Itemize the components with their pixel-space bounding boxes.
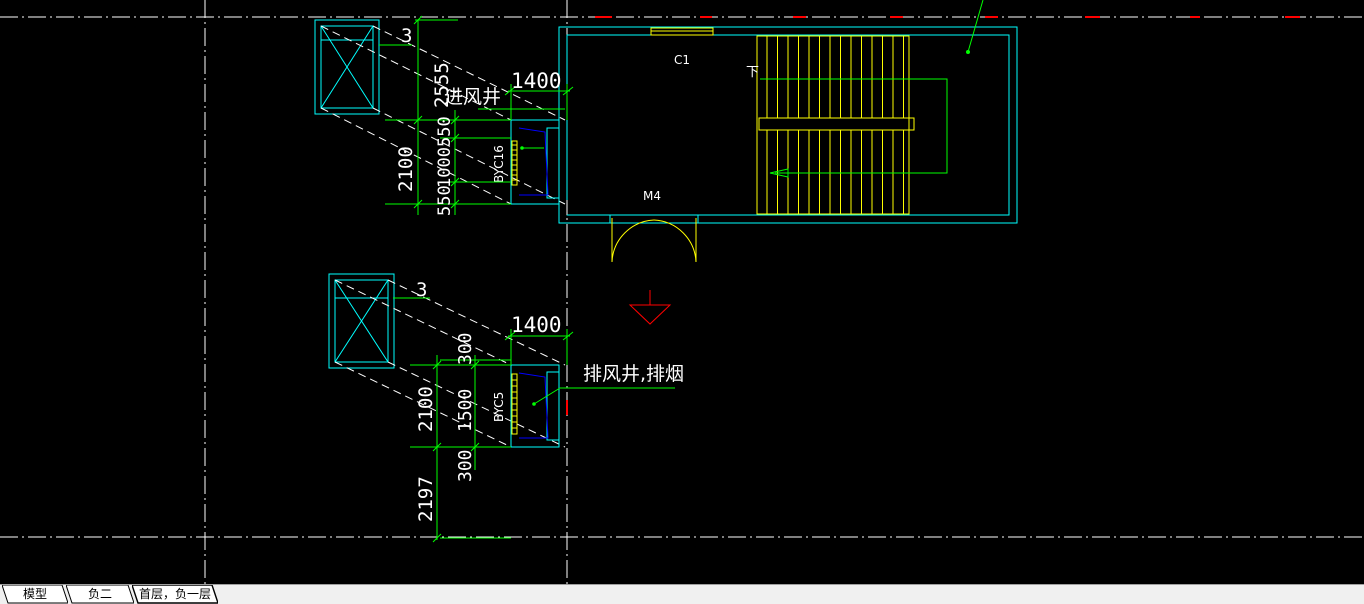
- tab-shape: [66, 585, 134, 604]
- door-m4: [609, 214, 699, 263]
- dim-upper-2555: 2555: [431, 62, 453, 108]
- staircase: [756, 35, 915, 215]
- louver-upper-label: BYC16: [492, 145, 506, 183]
- tab-ground-floor-basement-one[interactable]: 首层，负一层: [132, 585, 218, 604]
- dim-lower-2100: 2100: [415, 386, 437, 432]
- exhaust-shaft-label: 排风井,排烟: [583, 363, 684, 385]
- dim-upper-detail-3: 3: [401, 25, 412, 47]
- tab-label: 负二: [87, 587, 112, 601]
- dim-lower-300a: 300: [455, 332, 476, 365]
- tab-label: 模型: [22, 587, 47, 601]
- shaft-symbol-lower: [328, 273, 395, 369]
- dimension-lines-lower: [393, 297, 675, 543]
- tab-model[interactable]: 模型: [2, 585, 68, 604]
- tab-shape: [132, 585, 218, 604]
- layout-tab-bar: 模型 负二 首层，负一层: [0, 584, 1364, 604]
- stair-arrow-path: [760, 78, 948, 178]
- intake-shaft-label: 进风井: [444, 86, 501, 108]
- dim-upper-2100: 2100: [395, 146, 417, 192]
- window-c1: [650, 27, 714, 36]
- tab-basement-two[interactable]: 负二: [66, 585, 134, 604]
- dim-upper-550b: 550: [435, 185, 455, 216]
- dim-upper-width: 1400: [511, 69, 562, 93]
- dim-lower-2197: 2197: [415, 476, 437, 522]
- elevation-marker-icon: [628, 290, 672, 325]
- cad-drawing[interactable]: C1 M4 下 BYC16: [0, 0, 1364, 584]
- tab-shape: [2, 585, 68, 604]
- leader-line-top: [966, 0, 984, 54]
- tab-label: 首层，负一层: [138, 587, 211, 601]
- axis-red-marks: [566, 16, 1300, 415]
- projection-lines: [320, 25, 566, 448]
- drawing-viewport[interactable]: C1 M4 下 BYC16: [0, 0, 1364, 584]
- dim-lower-detail-3: 3: [416, 279, 427, 301]
- axis-lines: [0, 0, 1364, 584]
- dim-upper-550a: 550: [435, 116, 455, 147]
- louver-lower-label: BYC5: [492, 392, 506, 422]
- window-c1-label: C1: [674, 53, 690, 67]
- shaft-symbol-upper: [314, 19, 380, 115]
- intake-shaft: [510, 119, 560, 205]
- exhaust-shaft: [510, 364, 560, 448]
- dim-lower-1500: 1500: [455, 389, 476, 432]
- door-m4-label: M4: [643, 189, 661, 203]
- dim-lower-300b: 300: [455, 449, 476, 482]
- stair-down-label: 下: [746, 65, 759, 80]
- dim-upper-1000: 1000: [435, 147, 455, 188]
- dim-lower-width: 1400: [511, 313, 562, 337]
- dimension-lines-upper: [379, 15, 574, 215]
